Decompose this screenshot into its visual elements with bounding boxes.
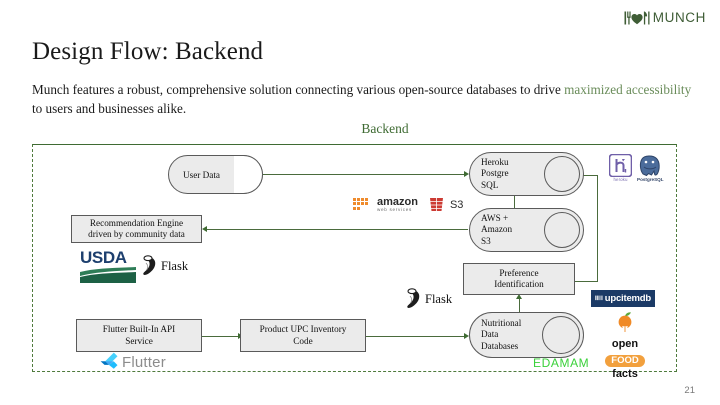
arrowhead-upc-nutritional (464, 332, 469, 339)
barcode-icon (595, 295, 603, 301)
flask-horn-icon (407, 288, 420, 308)
connector-heroku-aws (514, 195, 516, 210)
flask-logo-left: Flask (142, 255, 188, 277)
node-nutritional-line2: Data (481, 329, 499, 340)
upcitemdb-wordmark: upcitemdb (604, 293, 651, 304)
flask-horn-icon (143, 255, 156, 275)
flutter-icon (100, 352, 118, 369)
heroku-wordmark: heroku (613, 177, 628, 182)
fork-heart-knife-icon (624, 11, 650, 25)
arrowhead-aws-recommendation (202, 225, 207, 232)
arrowhead-nutritional-preference (515, 294, 522, 299)
usda-swoosh-icon (80, 267, 136, 283)
node-flutter-api-line2: Service (125, 335, 153, 346)
aws-subtext: web services (377, 206, 412, 212)
node-aws-line3: S3 (481, 235, 491, 246)
node-preference-identification[interactable]: Preference Identification (463, 263, 575, 295)
arrowhead-userdata-heroku (464, 170, 469, 177)
postgresql-elephant-icon (640, 155, 660, 177)
node-user-data-label: User Data (183, 169, 220, 180)
flask-wordmark-right: Flask (425, 291, 453, 306)
node-aws-line1: AWS + (481, 212, 509, 223)
node-heroku-postgresql[interactable]: Heroku Postgre SQL (469, 152, 584, 196)
section-label-backend: Backend (361, 121, 409, 136)
amazon-aws-cubes-icon (353, 197, 368, 210)
connector-flutterapi-upc (202, 336, 240, 338)
off-food-label: FOOD (605, 355, 645, 367)
node-flutter-api-service[interactable]: Flutter Built-In API Service (76, 319, 202, 352)
backend-diagram-container (32, 144, 677, 372)
db-circle (544, 212, 580, 248)
node-preference-line1: Preference (499, 267, 539, 278)
subtitle-line-2: to users and businesses alike. (32, 100, 187, 116)
amazon-s3-bucket-icon (429, 198, 443, 211)
connector-userdata-heroku (262, 174, 466, 176)
page-subtitle: Munch features a robust, comprehensive s… (32, 81, 692, 118)
subtitle-line-1: Munch features a robust, comprehensive s… (32, 82, 561, 97)
node-aws-amazon-s3[interactable]: AWS + Amazon S3 (469, 208, 584, 252)
upcitemdb-logo: upcitemdb (591, 290, 655, 307)
amazon-wordmark: amazon (377, 195, 418, 208)
heroku-postgres-logo-group: heroku PostgreSQL (609, 154, 664, 182)
node-upc-line2: Code (293, 335, 313, 346)
node-nutritional-label: Nutritional Data Databases (481, 313, 547, 357)
node-nutritional-line3: Databases (481, 340, 519, 351)
db-circle (542, 316, 580, 354)
usda-logo: USDA (80, 249, 136, 283)
node-heroku-label: Heroku Postgre SQL (481, 153, 547, 195)
flask-wordmark-left: Flask (161, 258, 189, 273)
usda-wordmark: USDA (80, 248, 127, 267)
postgresql-wordmark: PostgreSQL (637, 177, 664, 182)
s3-label: S3 (449, 198, 464, 211)
node-recommendation-line2: driven by community data (88, 229, 185, 239)
off-open-label: open (611, 338, 639, 350)
subtitle-highlight: maximized accessibility (564, 82, 692, 97)
flutter-wordmark: Flutter (122, 353, 166, 371)
page-number: 21 (684, 385, 695, 396)
orange-fruit-icon (618, 312, 632, 332)
connector-aws-recommendation (206, 229, 468, 231)
off-facts-label: facts (612, 368, 638, 380)
node-heroku-line1: Heroku (481, 156, 509, 167)
flutter-logo: Flutter (100, 352, 166, 372)
node-heroku-line3: SQL (481, 179, 499, 190)
flask-logo-right: Flask (406, 288, 452, 310)
connector-preference-heroku-top (573, 174, 598, 176)
connector-nutritional-preference (519, 297, 521, 318)
edamam-logo: EDAMAM (533, 356, 590, 370)
node-flutter-api-line1: Flutter Built-In API (102, 324, 176, 334)
node-recommendation-line1: Recommendation Engine (89, 217, 184, 228)
node-user-data[interactable]: User Data (168, 155, 263, 194)
connector-upc-nutritional (366, 336, 466, 338)
node-upc-line1: Product UPC Inventory (259, 324, 347, 334)
node-preference-line2: Identification (494, 279, 544, 289)
node-nutritional-data-databases[interactable]: Nutritional Data Databases (469, 312, 584, 358)
open-food-facts-logo: open FOOD facts (602, 311, 648, 380)
db-circle (544, 156, 580, 192)
connector-preference-heroku-vertical (597, 176, 599, 282)
node-product-upc-inventory-code[interactable]: Product UPC Inventory Code (240, 319, 366, 352)
aws-s3-logo-group: amazon web services S3 (352, 196, 463, 213)
connector-preference-heroku-bottom (573, 281, 598, 283)
page-title: Design Flow: Backend (32, 38, 264, 65)
brand-name: MUNCH (652, 10, 706, 26)
node-nutritional-line1: Nutritional (481, 317, 522, 328)
brand-logo: MUNCH (624, 11, 706, 25)
node-recommendation-engine[interactable]: Recommendation Engine driven by communit… (71, 215, 202, 243)
node-aws-line2: Amazon (481, 224, 513, 235)
node-aws-label: AWS + Amazon S3 (481, 209, 547, 251)
node-heroku-line2: Postgre (481, 168, 509, 179)
heroku-icon (609, 154, 632, 177)
